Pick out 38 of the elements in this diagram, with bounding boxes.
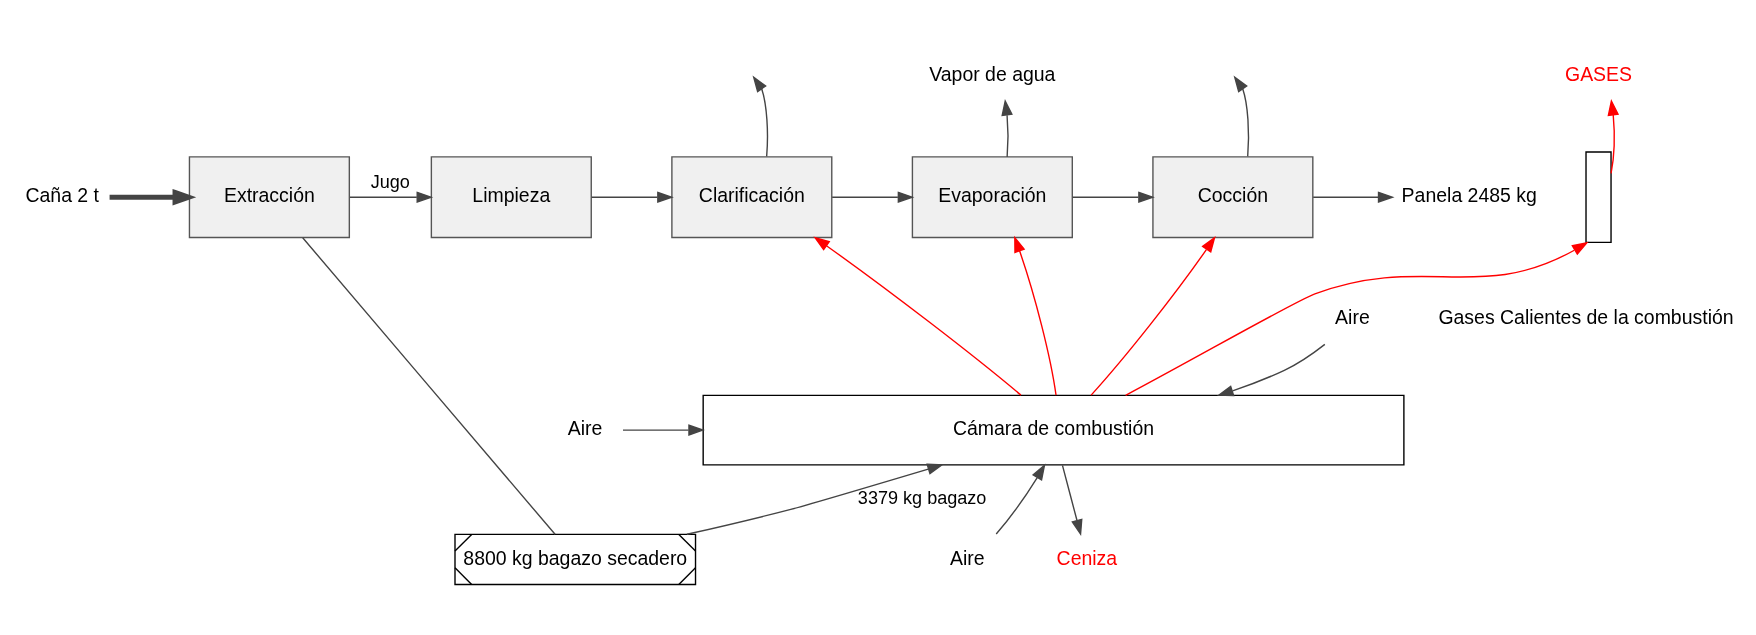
arrow xyxy=(349,191,434,204)
arrow xyxy=(995,463,1046,535)
node-box: Clarificación xyxy=(671,156,833,239)
arrow xyxy=(1014,235,1057,396)
arrow xyxy=(831,191,915,204)
arrow xyxy=(1001,98,1013,158)
node-text: Aire xyxy=(950,546,985,569)
node-text: Vapor de agua xyxy=(929,62,1056,85)
arrow xyxy=(1312,191,1395,204)
node-text: GASES xyxy=(1565,62,1633,85)
arrow xyxy=(1607,98,1620,175)
arrow xyxy=(1233,75,1250,158)
node-text: Aire xyxy=(567,417,603,440)
node-text: Caña 2 t xyxy=(25,184,100,207)
edge-label: Jugo xyxy=(370,172,410,193)
arrow xyxy=(109,188,197,206)
connector xyxy=(302,237,556,535)
node-box: Cocción xyxy=(1152,156,1314,239)
node-box: Limpieza xyxy=(430,156,592,239)
node-text: Aire xyxy=(1335,306,1370,329)
arrow xyxy=(1216,343,1326,397)
node-box xyxy=(1585,151,1612,244)
edge-label: 3379 kg bagazo xyxy=(857,488,987,509)
arrow xyxy=(622,424,705,436)
node-box: Extracción xyxy=(188,156,351,239)
node-text: Panela 2485 kg xyxy=(1401,184,1537,207)
arrow xyxy=(590,191,674,204)
node-box: Cámara de combustión xyxy=(702,394,1405,466)
arrow xyxy=(813,236,1022,396)
arrow xyxy=(1072,191,1155,204)
arrow xyxy=(752,75,769,158)
arrow xyxy=(1124,241,1589,396)
arrow xyxy=(1090,235,1216,396)
node-box: Evaporación xyxy=(911,156,1073,239)
node-text: Ceniza xyxy=(1056,546,1118,569)
arrow xyxy=(1061,464,1083,537)
arrow xyxy=(686,463,944,535)
label: Gases Calientes de la combustión xyxy=(1438,306,1734,329)
